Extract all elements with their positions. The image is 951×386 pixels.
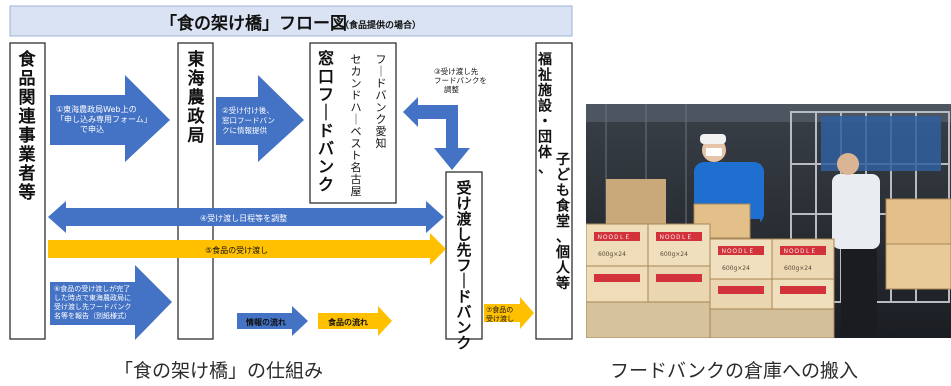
step6-line4: 名等を報告（別紙様式） [54,311,131,320]
step5-text: ⑤食品の受け渡し [205,245,268,255]
arrow-step3 [403,97,470,170]
box-label-2: ＮＯＯＤＬＥ [659,234,692,241]
step7-line2: 受け渡し [486,314,514,323]
box-count-3: 600g×24 [722,265,750,272]
box-count-2: 600g×24 [660,251,688,258]
food-business-label: 食品関連事業者等 [18,49,37,203]
welfare-box [535,42,573,340]
step1-line2: 「申し込み専用フォーム」 [56,114,152,124]
welfare-label-1: 福祉施設・団体、 [537,51,553,177]
receiver-label: 受け渡し先フ｜ドバンク [456,179,472,350]
step1-line1: ①東海農政局Web上の [56,104,137,114]
madoguchi-member-2: フ｜ドバンク愛知 [376,53,387,150]
legend-info-arrow [237,306,308,336]
step2-line1: ②受け付け後、 [222,105,274,115]
caption-right: フードバンクの倉庫への搬入 [610,360,858,382]
legend-food-arrow [318,306,392,336]
arrow-step2 [216,75,304,162]
arrow-step5 [48,233,446,265]
madoguchi-box [309,42,397,204]
step1-line3: で申込 [80,124,104,134]
step3-line3: 調整 [444,84,459,94]
step6-line2: した時点で東海農政局に [54,293,131,302]
receiver-box [445,171,483,340]
tokai-label: 東海農政局 [188,49,206,146]
box-label-4: ＮＯＯＤＬＥ [783,248,816,255]
legend-food-label: 食品の流れ [328,317,368,327]
step4-text: ④受け渡し日程等を調整 [200,213,287,223]
worker-white-shirt [832,153,880,334]
madoguchi-name: 窓口フ｜ドバンク [318,49,334,194]
step2-line3: クに情報提供 [222,125,267,135]
madoguchi-member-1: セカンドハ｜ベスト名古屋 [351,53,362,198]
caption-left: 「食の架け橋」の仕組み [114,360,324,382]
arrow-step6 [50,265,172,340]
warehouse-photo: ＮＯＯＤＬＥ ＮＯＯＤＬＥ ＮＯＯＤＬＥ ＮＯＯＤＬＥ 600g×24 600g… [586,104,951,338]
arrow-step1 [50,75,170,162]
step3-line1: ③受け渡し先 [434,66,479,76]
arrow-step7 [484,297,534,329]
arrow-step4 [48,201,444,233]
step7-line1: ⑦食品の [486,305,513,314]
flow-diagram: 「食の架け橋」フロー図 （食品提供の場合） 食品関連事業者等 東海農政局 窓口フ… [9,5,573,350]
box-label-3: ＮＯＯＤＬＥ [721,248,754,255]
step6-line1: ⑥食品の受け渡しが完了 [54,284,130,293]
box-count-1: 600g×24 [598,251,626,258]
step3-line2: フードバンクを [434,76,487,85]
tokai-box [177,42,214,340]
box-count-4: 600g×24 [784,265,812,272]
step2-line2: 窓口フードバン [222,115,275,125]
diagram-title: 「食の架け橋」フロー図 [160,13,347,34]
legend-info-label: 情報の流れ [245,317,286,327]
step6-line3: 受け渡し先フードバンク [54,302,131,311]
title-bar [9,5,573,37]
food-business-box [9,42,46,340]
box-label-1: ＮＯＯＤＬＥ [597,234,630,241]
welfare-label-2: 子ども食堂、個人等 [555,152,571,292]
diagram-title-note: （食品提供の場合） [340,19,421,31]
